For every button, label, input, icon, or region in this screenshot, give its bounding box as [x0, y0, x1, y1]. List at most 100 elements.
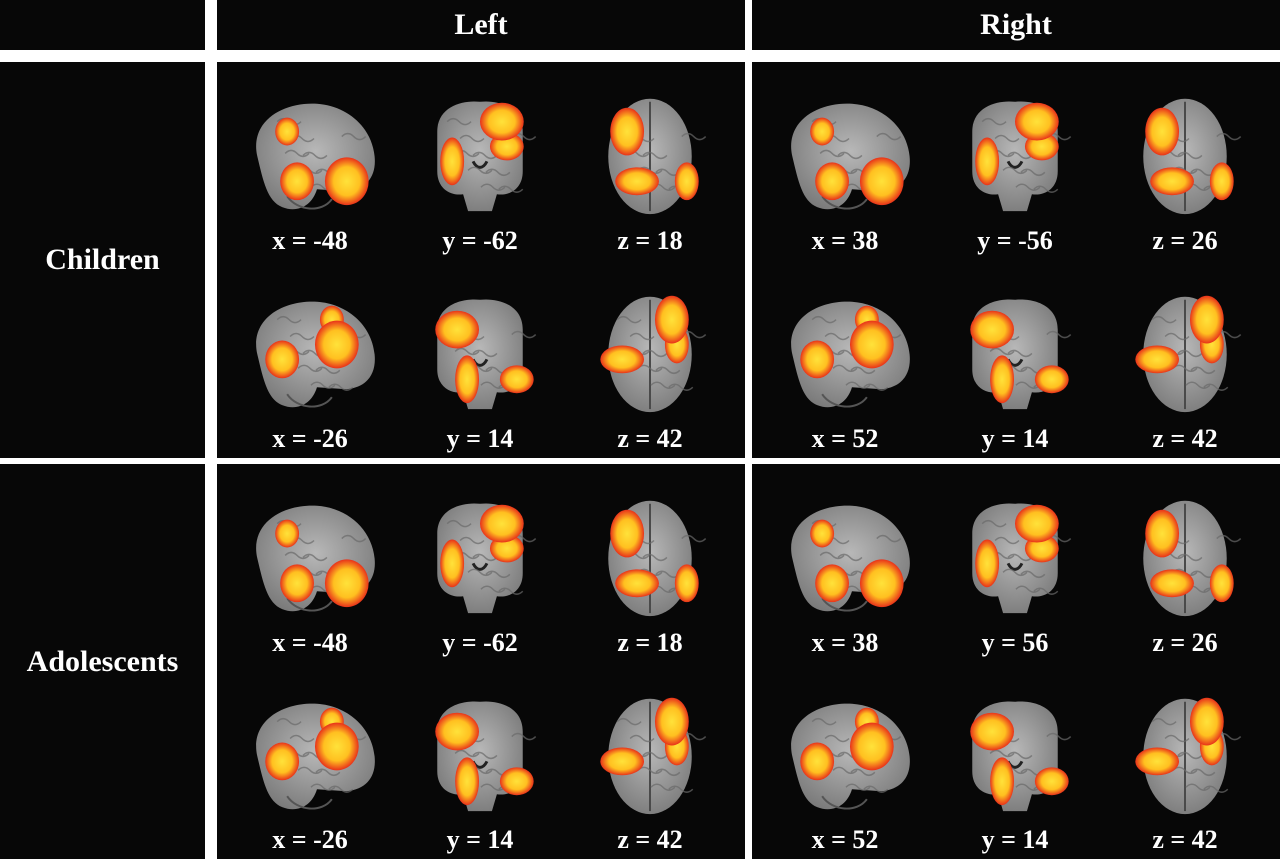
activation-blob	[970, 712, 1015, 750]
row-label-children-text: Children	[45, 243, 160, 276]
activation-blob	[990, 355, 1015, 404]
slice-coordinate-label: y = -62	[442, 226, 518, 255]
brain-coronal-slice-icon	[972, 503, 1072, 614]
activation-blob	[1189, 295, 1224, 344]
brain-coronal-slice-icon	[437, 503, 537, 614]
brain-sagittal-slice-icon	[791, 103, 910, 210]
activation-blob	[600, 345, 645, 374]
slice-panel: y = 14	[932, 662, 1098, 859]
activation-blob	[455, 756, 480, 805]
activation-blob	[314, 320, 359, 369]
activation-blob	[1015, 102, 1059, 141]
slice-coordinate-label: y = -56	[977, 226, 1053, 255]
activation-blob	[1145, 107, 1180, 156]
slice-coordinate-label: y = 14	[981, 825, 1049, 854]
activation-blob	[1145, 509, 1180, 558]
brain-sagittal-slice-icon	[791, 505, 910, 612]
slice-panel: z = 26	[1102, 62, 1268, 260]
slice-coordinate-label: x = 38	[811, 226, 879, 255]
slice-panel: z = 18	[567, 464, 733, 662]
slice-coordinate-label: z = 26	[1152, 226, 1218, 255]
row-label-adolescents: Adolescents	[0, 464, 205, 859]
block-children-right: x = 38 y = -56 z = 26 x = 52 y = 14 z = 42	[752, 62, 1280, 458]
slice-coordinate-label: x = 38	[811, 627, 879, 657]
slice-coordinate-label: y = 14	[981, 424, 1049, 453]
activation-blob	[1034, 766, 1069, 795]
slice-coordinate-label: z = 18	[617, 627, 683, 657]
activation-blob	[810, 519, 835, 548]
brain-coronal-slice-icon	[435, 299, 537, 410]
activation-blob	[1189, 697, 1224, 745]
activation-blob	[499, 766, 534, 795]
brain-sagittal-slice-icon	[791, 301, 910, 408]
activation-blob	[654, 295, 689, 344]
activation-blob	[610, 107, 645, 156]
slice-panel: y = 56	[932, 464, 1098, 662]
activation-blob	[859, 559, 904, 608]
slice-coordinate-label: x = 52	[811, 424, 879, 453]
activation-blob	[975, 137, 1000, 186]
activation-blob	[280, 564, 314, 603]
activation-blob	[610, 509, 645, 558]
activation-blob	[435, 310, 480, 349]
slice-coordinate-label: z = 18	[617, 226, 683, 255]
activation-blob	[654, 697, 689, 745]
slice-coordinate-label: x = -26	[272, 424, 348, 453]
slice-panel: x = -26	[227, 662, 393, 859]
brain-coronal-slice-icon	[435, 700, 537, 811]
brain-axial-slice-icon	[1135, 295, 1242, 413]
activation-blob	[1135, 345, 1180, 374]
activation-blob	[314, 722, 359, 770]
column-header-left: Left	[217, 0, 745, 50]
activation-blob	[600, 746, 645, 775]
activation-blob	[815, 162, 849, 201]
activation-blob	[975, 539, 1000, 588]
slice-panel: z = 42	[567, 662, 733, 859]
activation-blob	[990, 756, 1015, 805]
brain-axial-slice-icon	[608, 98, 707, 215]
activation-blob	[674, 162, 699, 201]
slice-panel: y = 14	[932, 260, 1098, 458]
slice-coordinate-label: y = 14	[446, 424, 514, 453]
slice-panel: z = 42	[567, 260, 733, 458]
activation-blob	[435, 712, 480, 750]
activation-blob	[815, 564, 849, 603]
slice-coordinate-label: y = -62	[442, 627, 518, 657]
slice-panel: y = -62	[397, 62, 563, 260]
brain-sagittal-slice-icon	[256, 703, 375, 809]
slice-coordinate-label: z = 26	[1152, 627, 1218, 657]
activation-blob	[265, 340, 300, 379]
activation-blob	[265, 742, 300, 780]
brain-sagittal-slice-icon	[791, 703, 910, 809]
activation-blob	[859, 157, 904, 206]
brain-axial-slice-icon	[600, 697, 707, 814]
brain-coronal-slice-icon	[970, 700, 1072, 811]
activation-blob	[800, 742, 835, 780]
activation-blob	[275, 117, 300, 146]
slice-coordinate-label: z = 42	[617, 825, 683, 854]
corner-cell	[0, 0, 205, 50]
activation-blob	[1209, 162, 1234, 201]
activation-blob	[849, 320, 894, 369]
slice-coordinate-label: x = -48	[272, 627, 348, 657]
activation-blob	[455, 355, 480, 404]
column-header-right: Right	[752, 0, 1280, 50]
activation-blob	[1150, 569, 1194, 598]
slice-panel: x = -48	[227, 62, 393, 260]
brain-coronal-slice-icon	[437, 101, 537, 212]
activation-blob	[849, 722, 894, 770]
slice-panel: z = 26	[1102, 464, 1268, 662]
slice-panel: x = -26	[227, 260, 393, 458]
brain-axial-slice-icon	[608, 500, 707, 617]
slice-panel: y = -62	[397, 464, 563, 662]
brain-axial-slice-icon	[1135, 697, 1242, 814]
slice-panel: z = 42	[1102, 260, 1268, 458]
slice-panel: x = 52	[762, 662, 928, 859]
brain-sagittal-slice-icon	[256, 103, 375, 210]
activation-blob	[324, 559, 369, 608]
brain-sagittal-slice-icon	[256, 301, 375, 408]
brain-axial-slice-icon	[600, 295, 707, 413]
activation-blob	[440, 539, 465, 588]
slice-panel: y = 14	[397, 260, 563, 458]
